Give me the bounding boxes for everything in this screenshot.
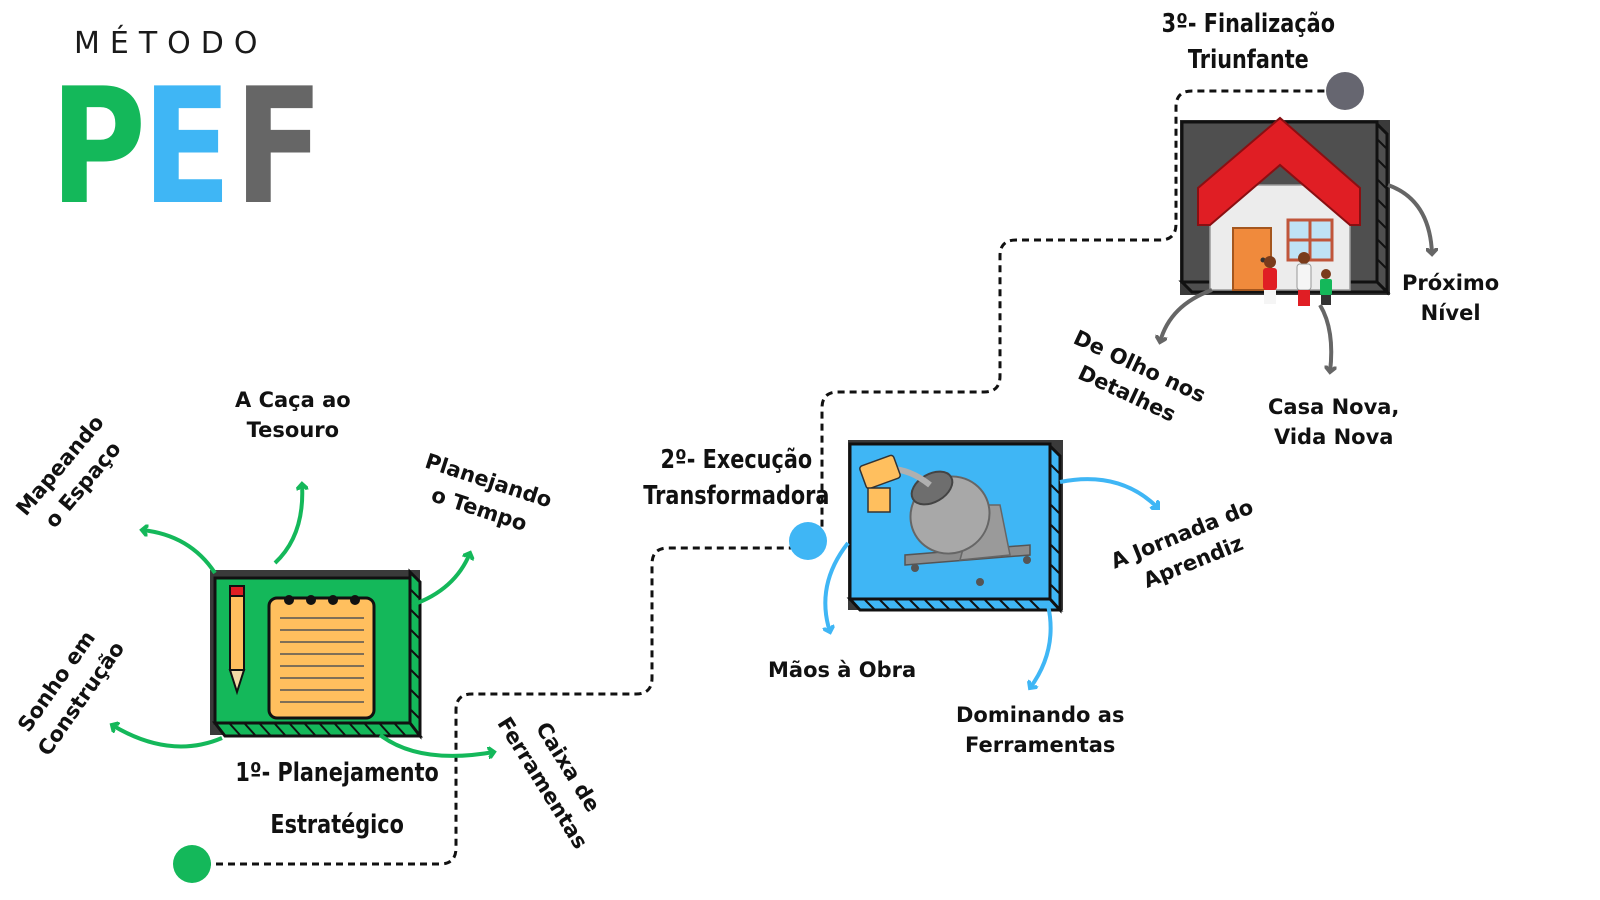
stage3-dot: [1326, 72, 1364, 110]
stage3-title-line1: 3º- Finalização: [1161, 9, 1335, 39]
arrow-detalhes: [1160, 288, 1213, 342]
logo-letter-p: P: [50, 53, 147, 240]
family-icon: [1263, 252, 1332, 306]
arrow-sonho: [112, 725, 223, 749]
arrow-proximo: [1387, 183, 1432, 254]
cement-mixer-icon: [846, 440, 1064, 614]
arrow-casa: [1318, 303, 1331, 372]
label-proximo: Próximo Nível: [1402, 271, 1500, 325]
logo-letter-f: F: [234, 53, 324, 240]
stage3-title-line2: Triunfante: [1187, 45, 1309, 75]
arrow-jornada: [1059, 477, 1158, 508]
stage2-title: 2º- Execução Transformadora: [643, 442, 829, 514]
logo-letters: P E F: [50, 62, 326, 232]
arrow-planejando: [411, 553, 470, 607]
house-icon: [1178, 116, 1391, 296]
arrow-mapeando: [142, 530, 217, 575]
label-dominando: Dominando as Ferramentas: [956, 703, 1125, 757]
stage1-dot: [173, 845, 211, 883]
stage2-dot: [789, 522, 827, 560]
stage1-title-line2: Estratégico: [270, 810, 404, 840]
label-maos: Mãos à Obra: [768, 658, 917, 682]
arrow-caca: [273, 484, 302, 565]
label-casa: Casa Nova, Vida Nova: [1268, 395, 1400, 449]
stage2-title-line1: 2º- Execução: [660, 445, 813, 475]
logo-letter-e: E: [142, 53, 232, 240]
arrow-caixa: [378, 733, 494, 756]
stage1-title-line1: 1º- Planejamento: [235, 758, 439, 788]
stage2-title-line2: Transformadora: [643, 481, 830, 511]
arrow-maos: [825, 541, 850, 632]
logo-word: MÉTODO: [74, 26, 268, 61]
pencil-icon: [228, 585, 246, 696]
arrow-dominando: [1030, 604, 1053, 688]
journey-path: [192, 89, 1330, 866]
stage1-title: 1º- Planejamento Estratégico: [235, 755, 438, 843]
stage3-title: 3º- Finalização Triunfante: [1162, 6, 1335, 78]
label-caca: A Caça ao Tesouro: [235, 388, 351, 442]
